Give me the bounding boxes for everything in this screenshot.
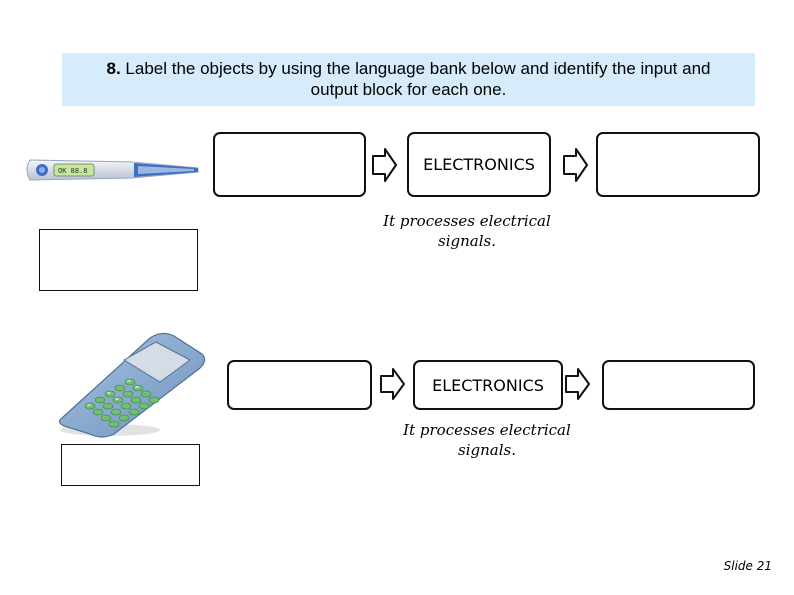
- thermometer-icon: OK 88.8: [26, 159, 199, 181]
- slide-number: Slide 21: [723, 559, 772, 573]
- process-block-2[interactable]: ELECTRONICS: [413, 360, 563, 410]
- output-block-1[interactable]: [596, 132, 760, 197]
- output-block-2[interactable]: [602, 360, 755, 410]
- process-label-2: ELECTRONICS: [432, 375, 544, 395]
- process-note-2: It processes electrical signals.: [403, 421, 571, 459]
- calculator-icon: [58, 332, 206, 438]
- arrow-right-icon: [563, 148, 588, 182]
- process-note-1: It processes electrical signals.: [383, 212, 551, 250]
- arrow-right-icon: [565, 368, 590, 400]
- input-block-1[interactable]: [213, 132, 366, 197]
- question-banner: 8. Label the objects by using the langua…: [62, 53, 755, 106]
- arrow-right-icon: [380, 368, 405, 400]
- arrow-right-icon: [372, 148, 397, 182]
- thermometer-display-text: OK 88.8: [58, 167, 88, 175]
- input-block-2[interactable]: [227, 360, 372, 410]
- question-number: 8.: [106, 59, 121, 78]
- question-text: Label the objects by using the language …: [120, 59, 711, 99]
- object-label-box-2[interactable]: [61, 444, 200, 486]
- process-block-1[interactable]: ELECTRONICS: [407, 132, 551, 197]
- object-label-box-1[interactable]: [39, 229, 198, 291]
- process-label-1: ELECTRONICS: [423, 155, 535, 174]
